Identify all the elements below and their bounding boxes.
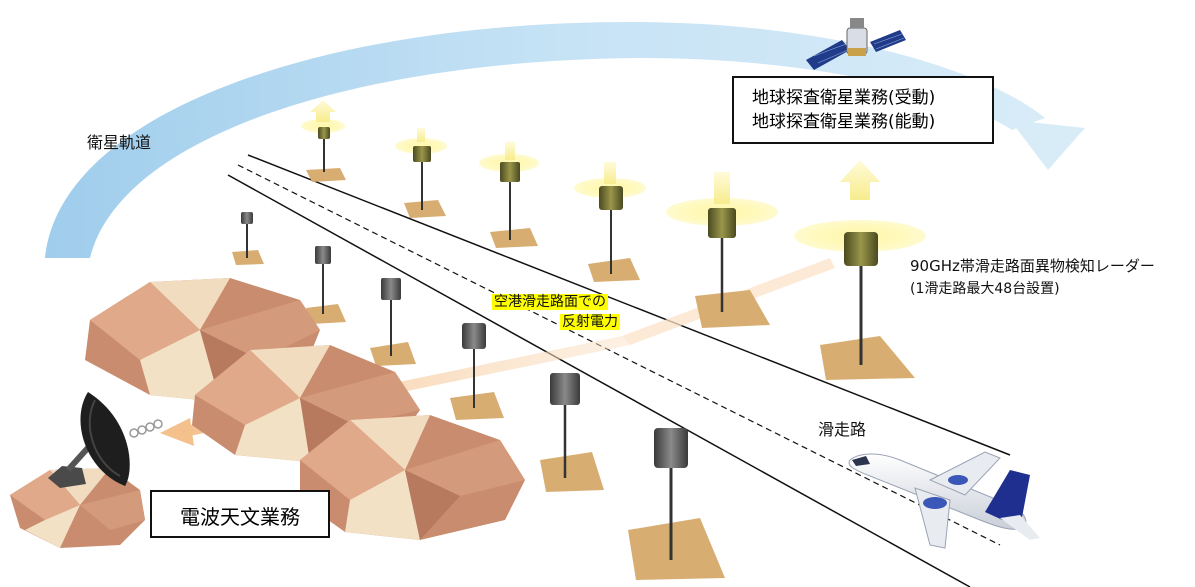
- reflection-label-line1: 空港滑走路面での: [492, 291, 608, 311]
- radar-sensor-icon: [479, 142, 539, 248]
- radio-telescope-icon: [48, 392, 163, 488]
- radar-sensor-icon: [574, 162, 646, 282]
- satellite-service-active: 地球探査衛星業務(能動): [752, 112, 936, 132]
- satellite-orbit-label: 衛星軌道: [87, 133, 152, 152]
- runway-label: 滑走路: [818, 420, 867, 439]
- radar-sensor-icon: [395, 128, 447, 218]
- satellite-icon: [806, 18, 906, 70]
- radar-sensor-icon: [232, 212, 264, 265]
- orbit-arrow: [45, 21, 1085, 258]
- radar-count-label: (1滑走路最大48台設置): [910, 281, 1060, 297]
- radar-sensor-icon: [306, 246, 346, 324]
- reflection-highlight-1: 空港滑走路面での: [492, 294, 608, 310]
- runway: [227, 154, 1011, 587]
- radar-sensor-icon: [794, 160, 926, 380]
- radar-sensor-icon: [666, 172, 778, 328]
- radar-sensor-icon: [450, 323, 504, 420]
- satellite-services-box: 地球探査衛星業務(受動) 地球探査衛星業務(能動): [732, 76, 994, 144]
- radar-sensor-icon: [370, 278, 416, 366]
- satellite-service-passive: 地球探査衛星業務(受動): [752, 88, 936, 108]
- radar-sensor-icon: [628, 428, 725, 580]
- radar-row-near: [232, 212, 725, 580]
- radar-sensor-icon: [540, 373, 604, 492]
- radio-astronomy-box: 電波天文業務: [150, 490, 330, 538]
- mountains: [10, 278, 525, 548]
- reflection-highlight-2: 反射電力: [560, 314, 620, 330]
- radar-sensor-icon: [301, 119, 346, 182]
- aircraft-icon: [848, 451, 1040, 549]
- radar-name-label: 90GHz帯滑走路面異物検知レーダー: [910, 257, 1155, 275]
- radar-row-far: [301, 100, 926, 380]
- radar-sensor-icon: [310, 100, 336, 122]
- radio-astronomy-label: 電波天文業務: [180, 505, 300, 529]
- reflection-label-line2: 反射電力: [560, 311, 620, 331]
